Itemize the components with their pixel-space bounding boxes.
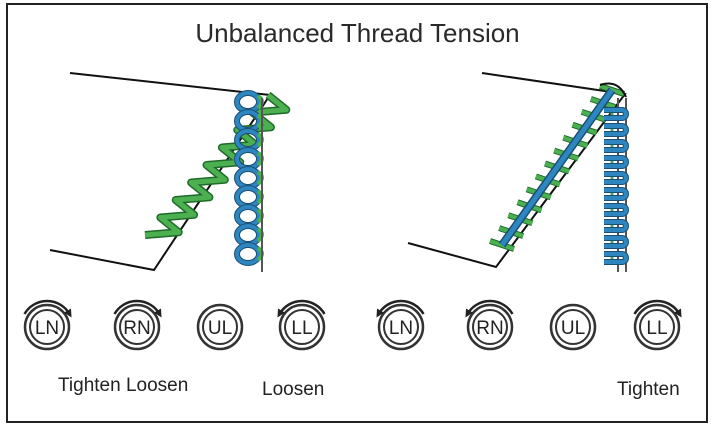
caption-loosen: Loosen: [262, 379, 325, 400]
lower-loop: [235, 243, 261, 265]
dial-rn-right: RN: [465, 299, 514, 351]
clockwise-arrow-icon: [633, 299, 682, 318]
dial-inner-ring: [119, 309, 155, 345]
dial-ul-right: UL: [549, 303, 597, 351]
lower-rung: [604, 204, 628, 216]
dial-label: LL: [291, 318, 312, 339]
dial-inner-ring: [555, 309, 591, 345]
stitch-illustration-left: [49, 72, 291, 272]
stitch-illustration-right: [407, 72, 629, 272]
dial-ln-left: LN: [23, 299, 72, 351]
dial-label: UL: [208, 318, 232, 339]
dial-inner-ring: [383, 309, 419, 345]
dial-label: RN: [476, 318, 503, 339]
dial-label: RN: [123, 318, 150, 339]
lower-rung: [604, 156, 628, 168]
clockwise-arrow-icon: [113, 299, 162, 318]
tension-dials: LN RN UL LL LN RN UL LL: [23, 299, 682, 351]
dial-label: UL: [561, 318, 585, 339]
dial-ln-right: LN: [376, 299, 425, 351]
diagram-frame: [6, 3, 708, 423]
dial-label: LL: [646, 318, 667, 339]
dial-ll-right: LL: [633, 299, 682, 351]
dial-ul-left: UL: [196, 303, 244, 351]
upper-thread: [144, 93, 289, 238]
counterclockwise-arrow-icon: [465, 299, 514, 318]
caption-tighten-loosen: Tighten Loosen: [58, 375, 189, 396]
lower-rung: [604, 236, 628, 248]
lower-rung: [604, 220, 628, 232]
corner-curve: [599, 82, 627, 98]
dial-label: LN: [35, 318, 59, 339]
fabric-edge-right: [407, 72, 627, 269]
lower-looper-thread-left: [234, 90, 264, 272]
lower-rung: [604, 140, 628, 152]
lower-rung: [604, 108, 628, 120]
dial-inner-ring: [472, 309, 508, 345]
lower-rung: [604, 188, 628, 200]
diagram-title: Unbalanced Thread Tension: [195, 18, 520, 48]
lower-rung: [604, 172, 628, 184]
dial-label: LN: [389, 318, 413, 339]
counterclockwise-arrow-icon: [277, 299, 326, 318]
dial-rn-left: RN: [113, 299, 162, 351]
caption-tighten: Tighten: [617, 379, 680, 400]
clockwise-arrow-icon: [23, 299, 72, 318]
dial-inner-ring: [202, 309, 238, 345]
lower-rung: [604, 124, 628, 136]
lower-rung: [604, 252, 628, 264]
upper-looper-thread-left: [144, 91, 291, 239]
dial-inner-ring: [29, 309, 65, 345]
lower-diagonal: [499, 88, 615, 247]
dial-ll-left: LL: [277, 299, 326, 351]
dial-inner-ring: [284, 309, 320, 345]
dial-inner-ring: [639, 309, 675, 345]
counterclockwise-arrow-icon: [376, 299, 425, 318]
lower-looper-thread-right: [498, 82, 629, 272]
